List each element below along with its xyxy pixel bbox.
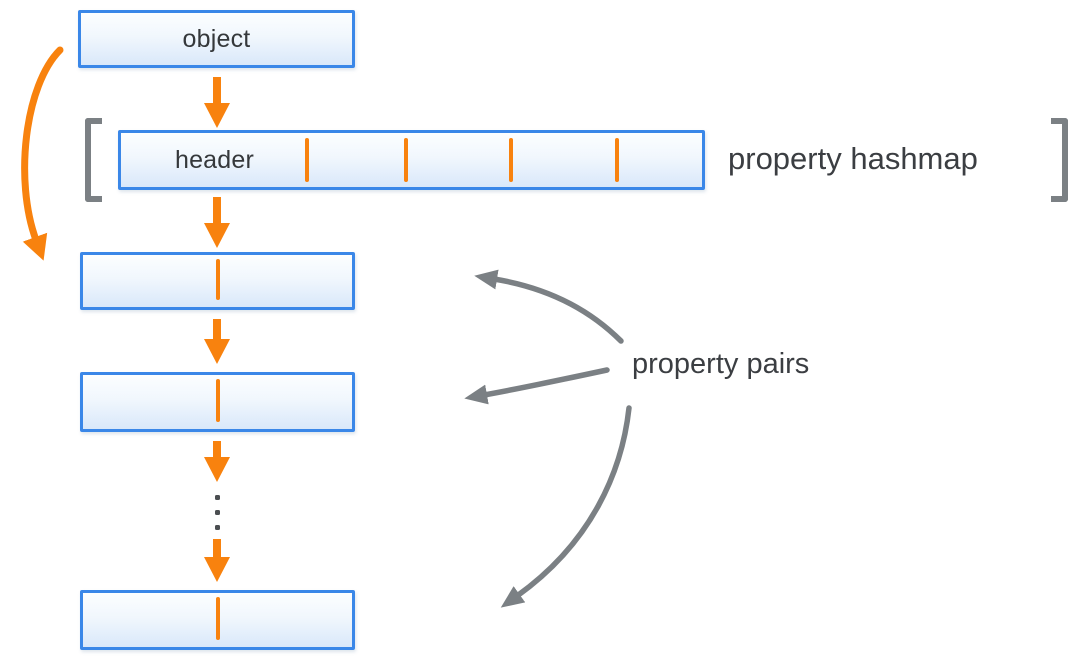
curved-left-arrow-icon: [21, 46, 64, 261]
ellipsis-dot: [215, 510, 220, 515]
property-pair-box-3: [80, 590, 355, 650]
pair-divider: [215, 259, 220, 300]
ellipsis-dot: [215, 525, 220, 530]
property-pairs-caption: property pairs: [632, 348, 810, 380]
ellipsis-dots: [215, 495, 220, 530]
header-cell: header: [121, 133, 308, 187]
property-hashmap-caption: property hashmap: [728, 141, 978, 176]
header-label: header: [174, 145, 255, 174]
ellipsis-dot: [215, 495, 220, 500]
hashmap-slot-divider: [305, 138, 309, 182]
object-box: object: [78, 10, 355, 68]
hashmap-slot-divider: [615, 138, 619, 182]
pair-divider: [215, 597, 220, 640]
property-pair-box-2: [80, 372, 355, 432]
pair-divider: [215, 379, 220, 422]
object-box-label: object: [182, 24, 251, 53]
hashmap-slot-divider: [509, 138, 513, 182]
property-hashmap-box: header: [118, 130, 705, 190]
right-bracket: [1051, 118, 1068, 202]
hashmap-slot-divider: [404, 138, 408, 182]
property-pair-box-1: [80, 252, 355, 310]
pointer-arrow-icon: [464, 269, 632, 608]
left-bracket: [85, 118, 102, 202]
